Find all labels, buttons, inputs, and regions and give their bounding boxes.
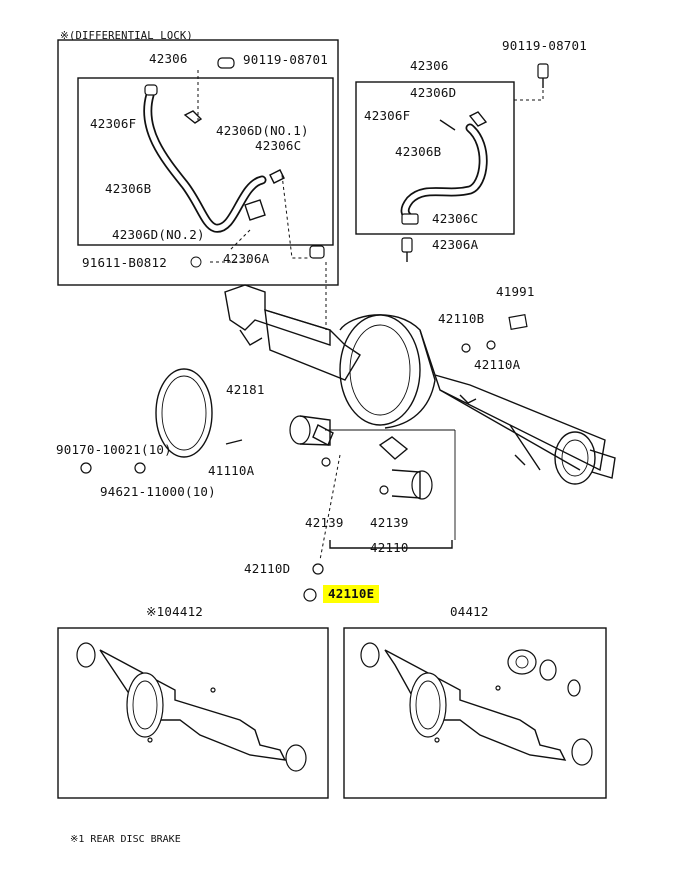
label-42139-b: 42139 [370, 515, 409, 530]
label-94621: 94621-11000(10) [100, 484, 216, 499]
label-42306C-b: 42306C [432, 211, 479, 226]
diff-lock-outer-box [57, 39, 339, 286]
label-42110: 42110 [370, 540, 409, 555]
gasket [155, 368, 213, 458]
flange-right [378, 436, 433, 500]
label-42306D-no2: 42306D(NO.2) [112, 227, 205, 242]
flange-left [289, 415, 334, 467]
assembly-box-right [343, 627, 607, 799]
hose-right [400, 123, 488, 223]
label-42306-b: 42306 [410, 58, 449, 73]
label-42139-a: 42139 [305, 515, 344, 530]
assembly-box-left [57, 627, 329, 799]
footnote: ※1 REAR DISC BRAKE [70, 834, 181, 845]
label-90119-b: 90119-08701 [502, 38, 587, 53]
label-42110E-highlighted: 42110E [323, 585, 380, 603]
label-91611: 91611-B0812 [82, 255, 167, 270]
diff-lock-right-box [355, 81, 515, 235]
diff-lock-inner-box [77, 77, 334, 246]
label-42306D-no1: 42306D(NO.1) [216, 123, 309, 138]
label-41110A: 41110A [208, 463, 255, 478]
label-42306C-a: 42306C [255, 138, 302, 153]
label-42306A-b: 42306A [432, 237, 479, 252]
axle-assembly-left [76, 642, 307, 772]
label-42110A: 42110A [474, 357, 521, 372]
label-42110D: 42110D [244, 561, 291, 576]
label-42306A-a: 42306A [223, 251, 270, 266]
label-42306D-b: 42306D [410, 85, 457, 100]
box-title-diff-lock: ※(DIFFERENTIAL LOCK) [60, 30, 193, 42]
label-42306F-a: 42306F [90, 116, 137, 131]
axle-housing [224, 284, 616, 485]
label-42306B-a: 42306B [105, 181, 152, 196]
label-04412: 04412 [450, 604, 489, 619]
label-42306B-b: 42306B [395, 144, 442, 159]
label-41991: 41991 [496, 284, 535, 299]
label-90119-a: 90119-08701 [243, 52, 328, 67]
label-104412: ※104412 [146, 604, 204, 619]
label-42306F-b: 42306F [364, 108, 411, 123]
label-42306-a: 42306 [149, 51, 188, 66]
label-42110B: 42110B [438, 311, 485, 326]
axle-assembly-right [360, 642, 593, 766]
label-42181: 42181 [226, 382, 265, 397]
label-90170: 90170-10021(10) [56, 442, 172, 457]
